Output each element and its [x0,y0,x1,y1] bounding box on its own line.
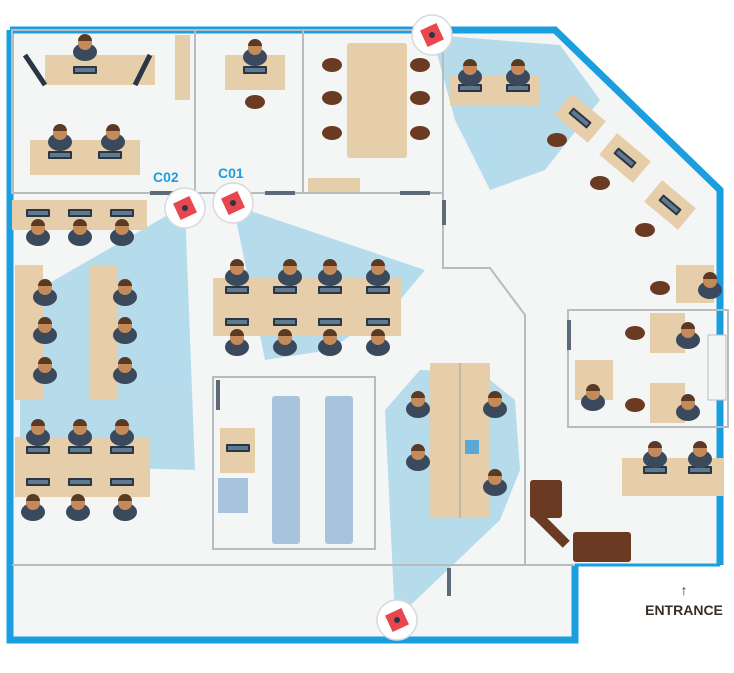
top-middle-room-furniture [225,39,285,109]
camera-top[interactable] [411,14,453,56]
right-workstations [575,265,727,496]
camera-label-c01: C01 [218,165,244,181]
camera-label-c02: C02 [153,169,179,185]
lounge-furniture [530,480,631,562]
room-center-lab [212,376,376,550]
room-right-office [567,309,729,428]
center-lab-furniture [218,396,353,544]
camera-c01[interactable] [212,182,254,224]
meeting-room-furniture [308,43,430,192]
left-workstations [12,200,150,521]
entrance-arrow: ↑ [681,582,688,598]
center-workstations [213,259,401,356]
bottom-center-workstations [406,363,507,518]
doors [150,191,571,596]
entrance-label: ENTRANCE [645,602,723,618]
top-left-room-furniture [22,34,190,175]
camera-bottom[interactable] [376,599,418,641]
top-right-workstations [450,59,696,237]
camera-c02[interactable] [164,187,206,229]
room-meeting [302,29,444,194]
